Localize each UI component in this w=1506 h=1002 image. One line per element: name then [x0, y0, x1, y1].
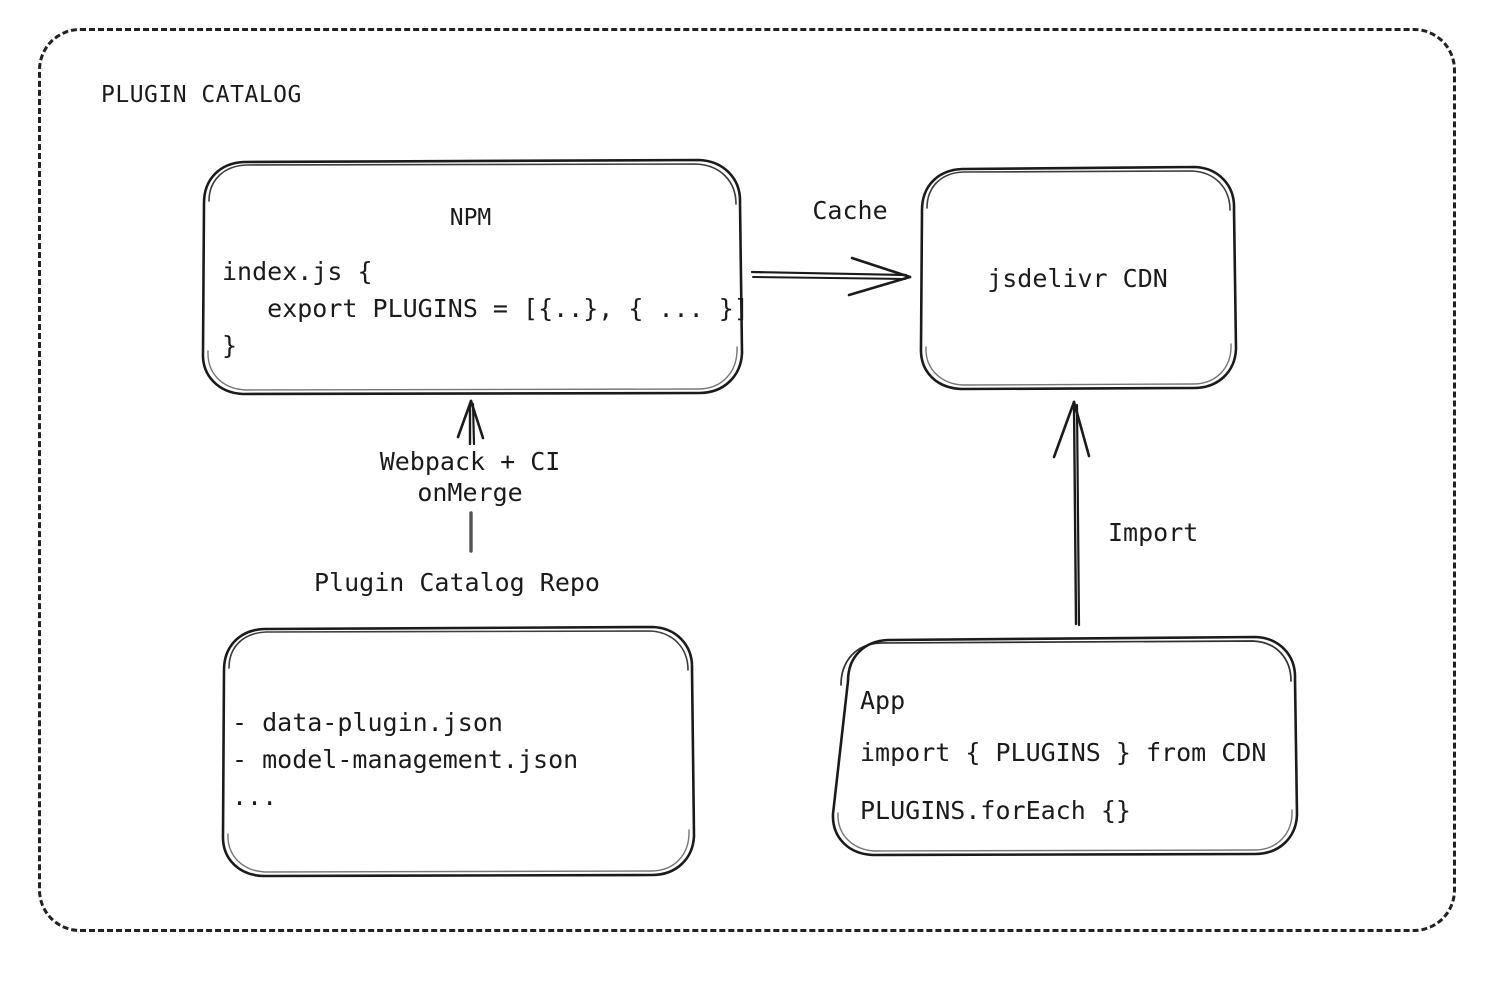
repo-file-3: ... — [232, 782, 278, 811]
app-code-line-2: PLUGINS.forEach {} — [860, 796, 1131, 825]
repo-file-1: - data-plugin.json — [232, 708, 503, 737]
app-box-outline — [831, 635, 1299, 857]
repo-box-outline — [221, 625, 696, 878]
node-plugin-catalog-repo[interactable]: - data-plugin.json - model-management.js… — [216, 624, 698, 880]
app-title: App — [860, 686, 906, 715]
node-jsdelivr-cdn[interactable]: jsdelivr CDN — [915, 164, 1240, 392]
edge-label-import: Import — [1108, 518, 1199, 547]
frame-title: PLUGIN CATALOG — [101, 82, 302, 108]
repo-caption: Plugin Catalog Repo — [314, 568, 600, 597]
npm-title: NPM — [449, 205, 492, 231]
npm-box-outline — [201, 158, 744, 396]
npm-code-line-2: export PLUGINS = [{..}, { ... }] — [222, 294, 749, 323]
plugin-catalog-frame — [38, 28, 1456, 932]
npm-code-line-3: } — [222, 331, 238, 360]
cdn-title: jsdelivr CDN — [987, 264, 1168, 293]
repo-file-2: - model-management.json — [232, 745, 579, 774]
edge-label-build-line1: Webpack + CI — [379, 447, 561, 476]
npm-code-line-1: index.js { — [222, 257, 373, 286]
cdn-box-outline — [919, 165, 1238, 391]
node-npm[interactable]: NPM index.js { export PLUGINS = [{..}, {… — [196, 157, 749, 397]
edge-label-build-line2: onMerge — [417, 478, 523, 507]
edge-label-cache: Cache — [812, 196, 888, 225]
app-code-line-1: import { PLUGINS } from CDN — [860, 738, 1267, 767]
node-app[interactable]: App import { PLUGINS } from CDN PLUGINS.… — [828, 633, 1300, 858]
